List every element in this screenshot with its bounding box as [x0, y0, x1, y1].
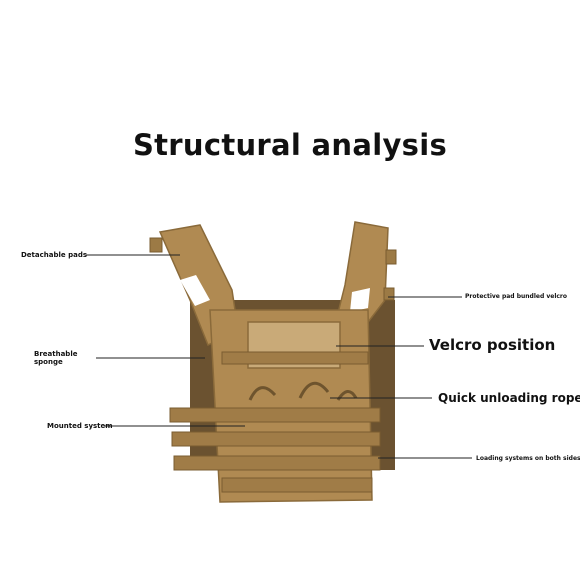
left-strap-hole: [180, 275, 210, 306]
label-loading-systems: Loading systems on both sides: [476, 455, 580, 462]
molle-row-4: [221, 477, 373, 493]
label-breathable-sponge-line2: sponge: [34, 358, 63, 366]
label-protective-pad: Protective pad bundled velcro: [465, 293, 568, 300]
label-breathable-sponge-line1: Breathable: [34, 350, 78, 358]
right-strap-buckle-2: [383, 287, 395, 301]
label-velcro-position: Velcro position: [429, 336, 556, 354]
right-strap-hole: [350, 288, 370, 312]
molle-row-top: [221, 351, 369, 365]
left-strap-buckle: [149, 237, 163, 253]
label-mounted-system: Mounted system: [47, 422, 113, 430]
molle-row-1: [169, 407, 381, 423]
label-quick-unloading-rope: Quick unloading rope: [438, 391, 580, 405]
right-strap-buckle: [385, 249, 397, 265]
label-detachable-pads: Detachable pads: [21, 251, 87, 259]
molle-row-3: [173, 455, 381, 471]
page-title: Structural analysis: [132, 128, 448, 162]
molle-row-2: [171, 431, 381, 447]
